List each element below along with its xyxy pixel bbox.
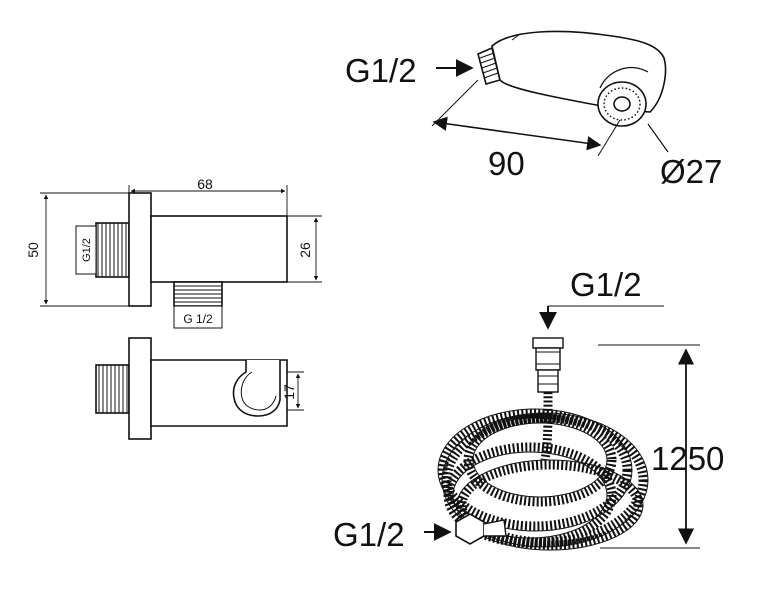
outlet-bottom-thread-label: G 1/2 bbox=[183, 312, 213, 326]
handshower-diameter-leader bbox=[647, 123, 669, 153]
hose-coils bbox=[438, 409, 648, 550]
wall-outlet-side-view bbox=[95, 337, 288, 440]
handshower-diameter-label: Ø27 bbox=[660, 153, 722, 190]
rear-thread-lines bbox=[97, 223, 127, 277]
wall-outlet-dimensions bbox=[40, 185, 322, 307]
outlet-height-label: 50 bbox=[25, 242, 41, 258]
side-thread-lines bbox=[98, 365, 128, 413]
hose-coil-edges bbox=[437, 408, 649, 551]
hand-shower-drawing bbox=[431, 30, 667, 157]
outlet-body-height-label: 26 bbox=[297, 242, 313, 258]
bottom-thread-lines bbox=[174, 285, 222, 303]
handshower-length-dimension-line bbox=[432, 116, 602, 151]
holder-dimension bbox=[287, 371, 304, 411]
holder-opening-label: 17 bbox=[281, 384, 297, 400]
hose-length-label: 1250 bbox=[651, 440, 724, 477]
handshower-thread-label: G1/2 bbox=[345, 52, 417, 89]
hand-shower-thread-lines bbox=[479, 52, 499, 79]
hose-dimension-lines bbox=[424, 305, 700, 549]
hose-drawing bbox=[437, 337, 649, 551]
outlet-width-label: 68 bbox=[197, 176, 213, 192]
wall-outlet-top-view bbox=[75, 192, 288, 329]
handshower-length-label: 90 bbox=[488, 145, 525, 182]
hose-top-thread-label: G1/2 bbox=[570, 266, 642, 303]
outlet-rear-thread-label: G1/2 bbox=[81, 238, 93, 262]
hose-bottom-thread-label: G1/2 bbox=[333, 516, 405, 553]
